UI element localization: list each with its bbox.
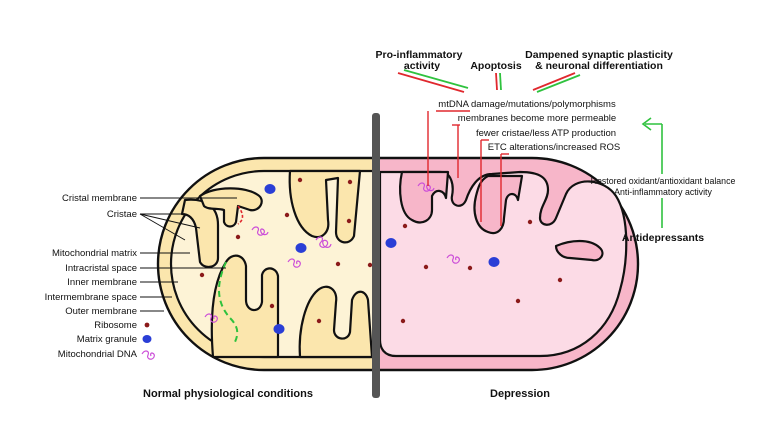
ribosome <box>467 265 473 271</box>
alteration-etc: ETC alterations/increased ROS <box>488 142 621 153</box>
ribosome <box>284 212 290 218</box>
label-cristae: Cristae <box>107 209 137 220</box>
ribosomes-left <box>199 177 373 324</box>
crista <box>210 254 280 359</box>
crista <box>399 170 450 224</box>
ribosome <box>335 261 341 267</box>
matrix-granule <box>385 238 397 248</box>
ribosome <box>346 218 352 224</box>
ribosome <box>557 277 563 283</box>
label-matrix-granule: Matrix granule <box>77 334 137 345</box>
ribosome <box>269 303 275 309</box>
matrix-granule <box>264 184 276 194</box>
treatment-name: Antidepressants <box>622 232 704 244</box>
depression-mitochondrion <box>376 156 640 372</box>
mitochondrial-dna <box>251 226 269 236</box>
effect-apoptosis: Apoptosis <box>470 60 521 72</box>
ribosome <box>402 223 408 229</box>
legend-ribosome-icon <box>144 322 150 328</box>
cristal-membrane-highlight <box>237 205 244 225</box>
mtdna-right <box>417 182 460 264</box>
ribosomes-right <box>400 219 563 324</box>
effect-synaptic-1: Dampened synaptic plasticity <box>525 49 673 61</box>
effect-synaptic-2: & neuronal differentiation <box>535 60 663 72</box>
cristae-group <box>180 169 374 359</box>
left-leaders <box>139 197 237 312</box>
label-mitochondrial-dna: Mitochondrial DNA <box>58 349 138 360</box>
ribosome <box>400 318 406 324</box>
ribosome <box>199 272 205 278</box>
effect-connectors <box>397 69 581 93</box>
label-cristal-membrane: Cristal membrane <box>62 193 137 204</box>
label-intermembrane-space: Intermembrane space <box>45 292 137 303</box>
alteration-mtdna: mtDNA damage/mutations/polymorphisms <box>438 99 616 110</box>
damaged-cristae <box>399 170 604 262</box>
inner-membrane-damaged <box>378 170 628 358</box>
mitochondrial-dna <box>315 236 332 248</box>
granules-left <box>264 184 307 334</box>
crista <box>288 169 362 244</box>
ribosome <box>423 264 429 270</box>
divider <box>372 113 380 398</box>
ribosome <box>527 219 533 225</box>
granules-right <box>385 238 500 267</box>
treatment-effect-1: Restored oxidant/antioxidant balance <box>591 176 736 186</box>
effect-pro-inflammatory-1: Pro-inflammatory <box>376 49 463 61</box>
alteration-permeable: membranes become more permeable <box>458 113 616 124</box>
label-outer-membrane: Outer membrane <box>65 306 137 317</box>
crista <box>298 285 374 359</box>
mitochondrial-dna <box>287 258 301 268</box>
left-labels: Cristal membrane Cristae Mitochondrial m… <box>45 193 138 360</box>
ribosome <box>367 262 373 268</box>
legend-dna-icon <box>141 350 155 360</box>
crista <box>473 174 524 235</box>
label-inner-membrane: Inner membrane <box>67 277 137 288</box>
mitochondrial-dna <box>417 182 435 192</box>
mtdna-left <box>204 226 332 323</box>
treatment-connector <box>641 117 663 228</box>
alteration-pointers <box>427 110 509 226</box>
caption-depression: Depression <box>490 388 550 400</box>
label-ribosome: Ribosome <box>94 320 137 331</box>
ribosome <box>297 177 303 183</box>
matrix-granule <box>295 243 307 253</box>
crista <box>554 239 604 262</box>
treatment-effect-2: Anti-inflammatory activity <box>614 187 712 197</box>
label-mitochondrial-matrix: Mitochondrial matrix <box>52 248 137 259</box>
normal-mitochondrion <box>156 156 376 372</box>
mitochondrial-dna <box>204 313 218 323</box>
label-intracristal-space: Intracristal space <box>65 263 137 274</box>
effect-pro-inflammatory-2: activity <box>404 60 440 72</box>
ribosome <box>235 234 241 240</box>
alteration-cristae: fewer cristae/less ATP production <box>476 128 616 139</box>
matrix-granule <box>273 324 285 334</box>
alterations-list: mtDNA damage/mutations/polymorphisms mem… <box>438 99 620 153</box>
ribosome <box>347 179 353 185</box>
legend-granule-icon <box>142 335 152 343</box>
caption-normal: Normal physiological conditions <box>143 388 313 400</box>
mitochondrial-dna <box>446 254 460 264</box>
ribosome <box>515 298 521 304</box>
intracristal-dashes <box>218 261 239 345</box>
ribosome <box>316 318 322 324</box>
matrix-granule <box>488 257 500 267</box>
